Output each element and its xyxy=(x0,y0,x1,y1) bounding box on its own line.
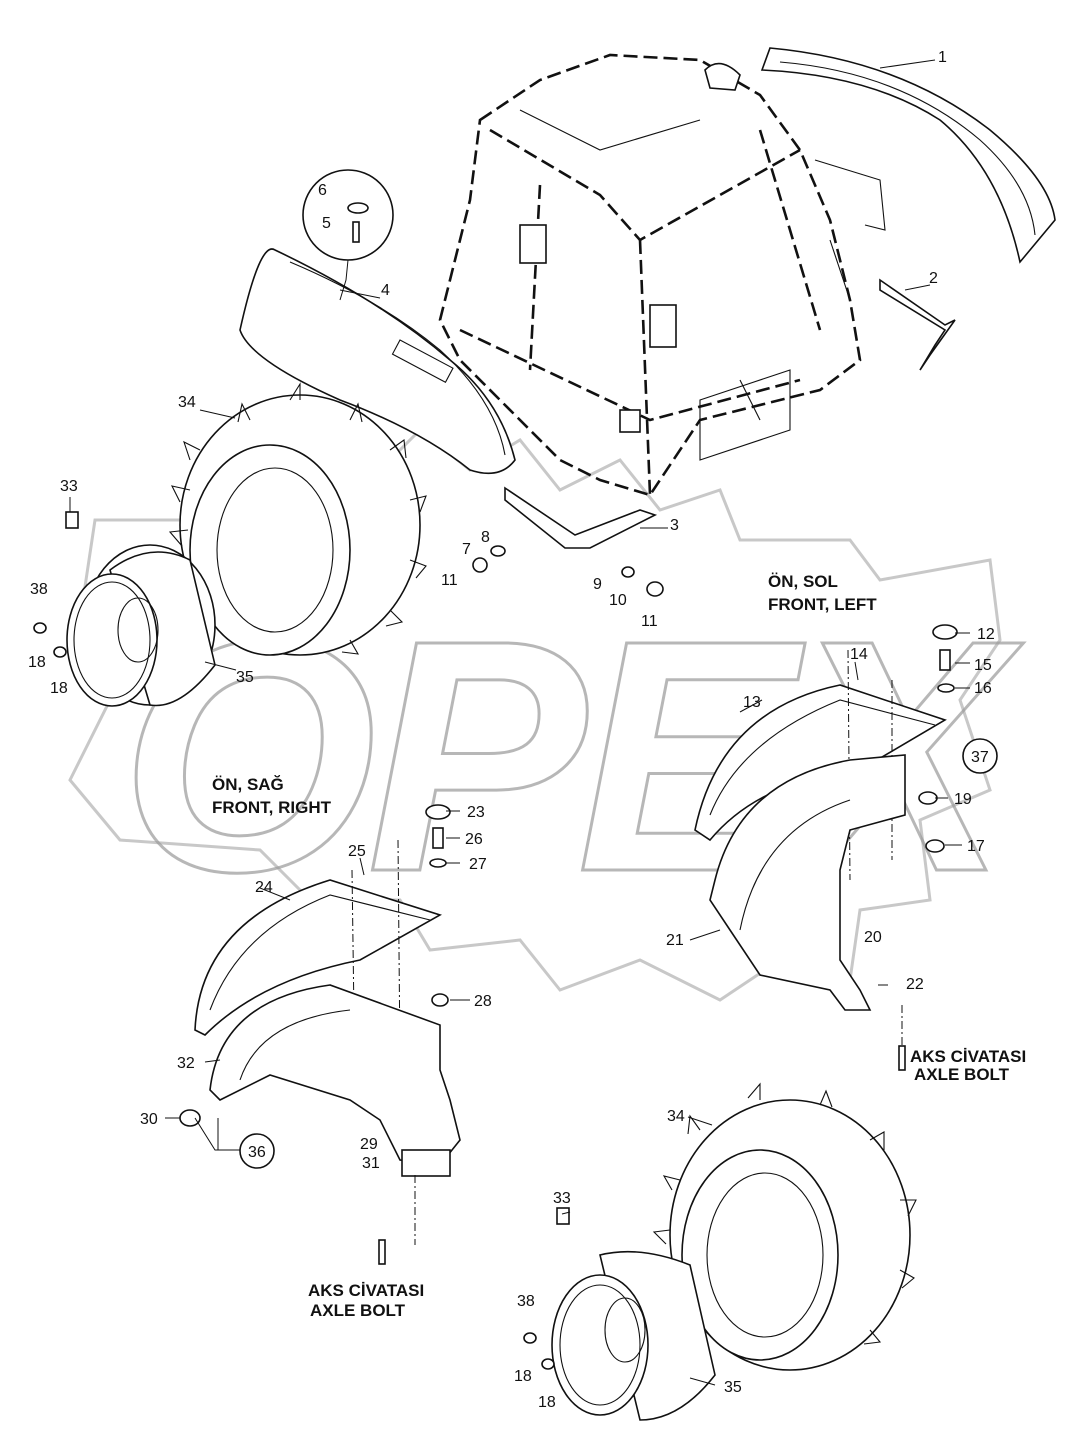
caption-axle-bolt-left-tr: AKS CİVATASI xyxy=(308,1281,424,1300)
caption-axle-bolt-right-en: AXLE BOLT xyxy=(914,1065,1010,1084)
callout-38b: 38 xyxy=(517,1293,535,1310)
callout-4: 4 xyxy=(381,282,390,299)
caption-axle-bolt-right-tr: AKS CİVATASI xyxy=(910,1047,1026,1066)
cab-outline xyxy=(438,53,886,497)
caption-front-left-en: FRONT, LEFT xyxy=(768,595,877,614)
callout-labels: 1 2 3 4 5 6 7 8 9 10 11 11 12 13 14 15 1… xyxy=(28,49,995,1411)
callout-33a: 33 xyxy=(60,478,78,495)
leader-lines xyxy=(69,59,970,1386)
callout-9: 9 xyxy=(593,576,602,593)
callout-15: 15 xyxy=(974,657,992,674)
callout-37: 37 xyxy=(971,749,989,766)
rear-left-rim xyxy=(551,1250,716,1421)
callout-31: 31 xyxy=(362,1155,380,1172)
callout-26: 26 xyxy=(465,831,483,848)
callout-16: 16 xyxy=(974,680,992,697)
part-3-step-bracket xyxy=(504,486,658,549)
callout-34b: 34 xyxy=(667,1108,685,1125)
callout-12: 12 xyxy=(977,626,995,643)
callout-18c: 18 xyxy=(514,1368,532,1385)
callout-18a: 18 xyxy=(28,654,46,671)
callout-36: 36 xyxy=(248,1144,266,1161)
callout-24: 24 xyxy=(255,879,273,896)
part-2-bracket xyxy=(879,278,956,371)
callout-22: 22 xyxy=(906,976,924,993)
callout-1: 1 xyxy=(938,49,947,66)
part-1-roof-trim xyxy=(760,47,1056,264)
callout-34a: 34 xyxy=(178,394,196,411)
callout-18b: 18 xyxy=(50,680,68,697)
callout-8: 8 xyxy=(481,529,490,546)
callout-20: 20 xyxy=(864,929,882,946)
callout-29: 29 xyxy=(360,1136,378,1153)
callout-25: 25 xyxy=(348,843,366,860)
front-right-tire xyxy=(168,382,427,656)
part-32-fender-bracket xyxy=(209,984,461,1245)
callout-32: 32 xyxy=(177,1055,195,1072)
front-right-fender xyxy=(194,839,442,1091)
callout-10: 10 xyxy=(609,592,627,609)
captions: ÖN, SOL FRONT, LEFT ÖN, SAĞ FRONT, RIGHT… xyxy=(212,572,1026,1320)
caption-front-right-en: FRONT, RIGHT xyxy=(212,798,332,817)
callout-30: 30 xyxy=(140,1111,158,1128)
callout-18d: 18 xyxy=(538,1394,556,1411)
callout-11b: 11 xyxy=(641,613,658,630)
callout-19: 19 xyxy=(954,791,972,808)
callout-38a: 38 xyxy=(30,581,48,598)
callout-11a: 11 xyxy=(441,572,458,589)
callout-13: 13 xyxy=(743,694,761,711)
callout-7: 7 xyxy=(462,541,471,558)
callout-2: 2 xyxy=(929,270,938,287)
callout-23: 23 xyxy=(467,804,485,821)
front-right-rim xyxy=(66,544,216,707)
callout-28: 28 xyxy=(474,993,492,1010)
part-21-fender-bracket xyxy=(709,754,906,1011)
callout-27: 27 xyxy=(469,856,487,873)
callout-bubble-5-6 xyxy=(302,169,394,301)
rear-left-tire xyxy=(652,1082,917,1371)
callout-17: 17 xyxy=(967,838,985,855)
caption-front-right-tr: ÖN, SAĞ xyxy=(212,775,284,794)
callout-33b: 33 xyxy=(553,1190,571,1207)
callout-14: 14 xyxy=(850,646,868,663)
callout-21: 21 xyxy=(666,932,684,949)
front-left-fender xyxy=(694,649,947,881)
callout-6: 6 xyxy=(318,182,327,199)
callout-35b: 35 xyxy=(724,1379,742,1396)
part-4-fender-panel xyxy=(239,248,516,475)
callout-35a: 35 xyxy=(236,669,254,686)
caption-front-left-tr: ÖN, SOL xyxy=(768,572,838,591)
callout-3: 3 xyxy=(670,517,679,534)
caption-axle-bolt-left-en: AXLE BOLT xyxy=(310,1301,406,1320)
callout-5: 5 xyxy=(322,215,331,232)
